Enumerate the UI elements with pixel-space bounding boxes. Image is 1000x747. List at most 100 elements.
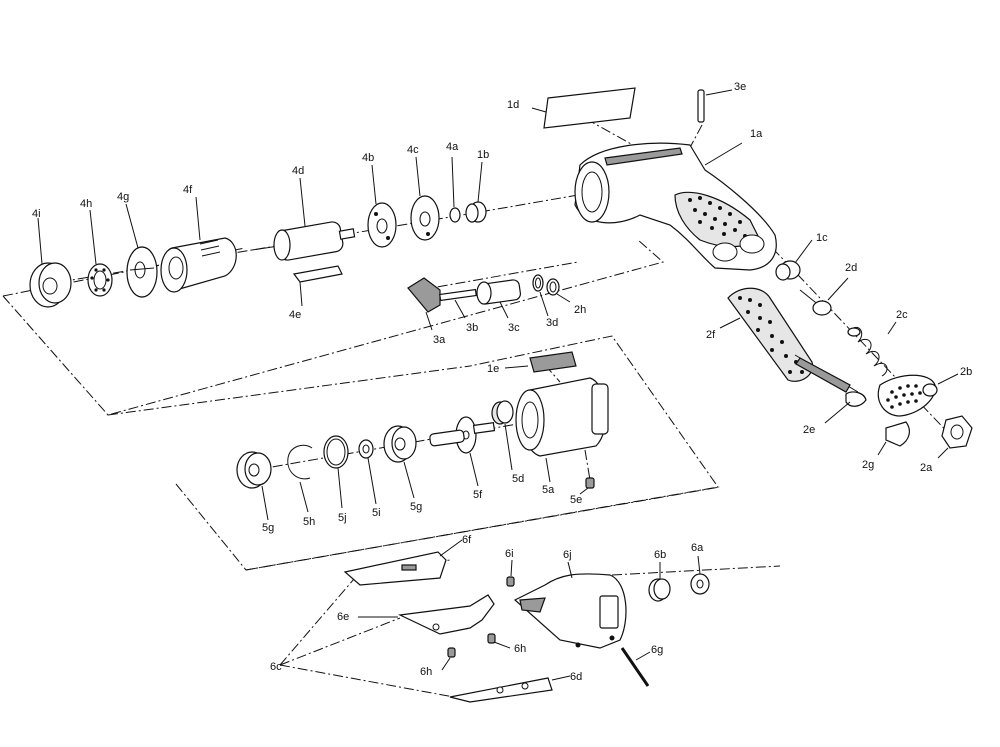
label-5g-right: 5g xyxy=(410,501,422,513)
retaining-ring-5h xyxy=(287,444,313,513)
label-5h: 5h xyxy=(303,516,315,528)
spring-2c xyxy=(847,321,897,377)
label-6j: 6j xyxy=(563,549,572,561)
vane-4e xyxy=(292,265,343,307)
rotor-4d xyxy=(251,177,356,261)
boundary-section-6-c xyxy=(279,617,401,666)
axis-section-4-right xyxy=(479,194,579,213)
nameplate-1d xyxy=(531,87,636,129)
label-5d: 5d xyxy=(512,473,524,485)
label-5e: 5e xyxy=(570,494,582,506)
label-6f: 6f xyxy=(462,534,472,546)
label-1e: 1e xyxy=(487,363,499,375)
boundary-section-5 xyxy=(175,335,719,571)
washer-5i xyxy=(358,439,377,505)
filter-2f xyxy=(719,287,814,382)
label-4d: 4d xyxy=(292,165,304,177)
label-4i: 4i xyxy=(32,208,41,220)
label-2b: 2b xyxy=(960,366,972,378)
front-plate-4b xyxy=(367,164,397,248)
screw-6h-left xyxy=(441,647,456,671)
part-labels: 1a 1b 1c 1d 1e 2a 2b 2c 2d 2e 2f 2g 2h 3… xyxy=(32,81,972,683)
label-3b: 3b xyxy=(466,322,478,334)
label-1a: 1a xyxy=(750,128,763,140)
label-6a: 6a xyxy=(691,542,704,554)
label-1c: 1c xyxy=(816,232,828,244)
label-2c: 2c xyxy=(896,309,908,321)
plug-2g xyxy=(877,421,910,456)
fitting-1c xyxy=(775,239,813,281)
label-2g: 2g xyxy=(862,459,874,471)
snap-ring-5j xyxy=(323,435,349,509)
boundary-section-4 xyxy=(2,239,665,416)
label-6h-right: 6h xyxy=(514,643,526,655)
label-5j: 5j xyxy=(338,512,347,524)
bolt-6g xyxy=(620,647,651,687)
label-4c: 4c xyxy=(407,144,419,156)
boundary-section-6-top xyxy=(245,486,721,571)
gear-5d xyxy=(491,400,514,471)
bearing-5g-left xyxy=(236,451,272,521)
label-6c: 6c xyxy=(270,661,282,673)
boundary-section-6-right xyxy=(611,565,781,576)
label-5a: 5a xyxy=(542,484,555,496)
label-6i: 6i xyxy=(505,548,514,560)
label-5i: 5i xyxy=(372,507,381,519)
pin-3b xyxy=(439,288,477,319)
label-3e: 3e xyxy=(734,81,746,93)
screw-5e xyxy=(579,477,595,495)
bushing-6b xyxy=(648,562,671,602)
label-3d: 3d xyxy=(546,317,558,329)
blade-6e xyxy=(358,594,495,635)
blade-6d xyxy=(449,675,571,703)
pin-3e xyxy=(697,89,733,123)
o-ring-2h xyxy=(546,278,571,303)
grip-dots xyxy=(688,196,747,238)
label-3a: 3a xyxy=(433,334,446,346)
label-plate-1e xyxy=(504,351,577,373)
inlet-fitting-2a xyxy=(937,415,973,459)
shaft-5f xyxy=(429,416,496,487)
bushing-1b xyxy=(465,161,487,223)
exhaust-deflector-2b xyxy=(877,373,959,417)
label-1d: 1d xyxy=(507,99,519,111)
lever-3a xyxy=(407,277,441,331)
label-6g: 6g xyxy=(651,644,663,656)
washer-6a xyxy=(690,555,710,595)
label-6e: 6e xyxy=(337,611,349,623)
screw-6h-right xyxy=(487,633,511,649)
label-4h: 4h xyxy=(80,198,92,210)
end-plate-4i xyxy=(29,217,72,308)
label-6h-left: 6h xyxy=(420,666,432,678)
axis-5e xyxy=(584,449,591,481)
label-6d: 6d xyxy=(570,671,582,683)
label-6b: 6b xyxy=(654,549,666,561)
bearing-plate-4c xyxy=(410,156,440,241)
label-2d: 2d xyxy=(845,262,857,274)
boundary-section-5-link xyxy=(107,365,471,416)
label-5g-left: 5g xyxy=(262,522,274,534)
valve-stem-2d xyxy=(799,277,849,316)
screw-6i xyxy=(506,559,515,587)
label-4f: 4f xyxy=(183,184,193,196)
rear-plate-4g xyxy=(125,203,158,298)
head-6j xyxy=(513,561,627,649)
label-5f: 5f xyxy=(473,489,483,501)
axis-section-3 xyxy=(419,261,579,291)
front-housing-5a xyxy=(515,377,609,483)
label-2f: 2f xyxy=(706,329,716,341)
housing-1a xyxy=(574,142,777,271)
bearing-5g-right xyxy=(383,425,417,499)
label-2a: 2a xyxy=(920,462,933,474)
label-4g: 4g xyxy=(117,191,129,203)
blade-6f xyxy=(343,539,463,586)
retaining-ring-4a xyxy=(449,156,461,223)
o-ring-3d xyxy=(532,274,549,317)
label-4e: 4e xyxy=(289,309,301,321)
label-4a: 4a xyxy=(446,141,459,153)
label-2h: 2h xyxy=(574,304,586,316)
label-2e: 2e xyxy=(803,424,815,436)
label-3c: 3c xyxy=(508,322,520,334)
